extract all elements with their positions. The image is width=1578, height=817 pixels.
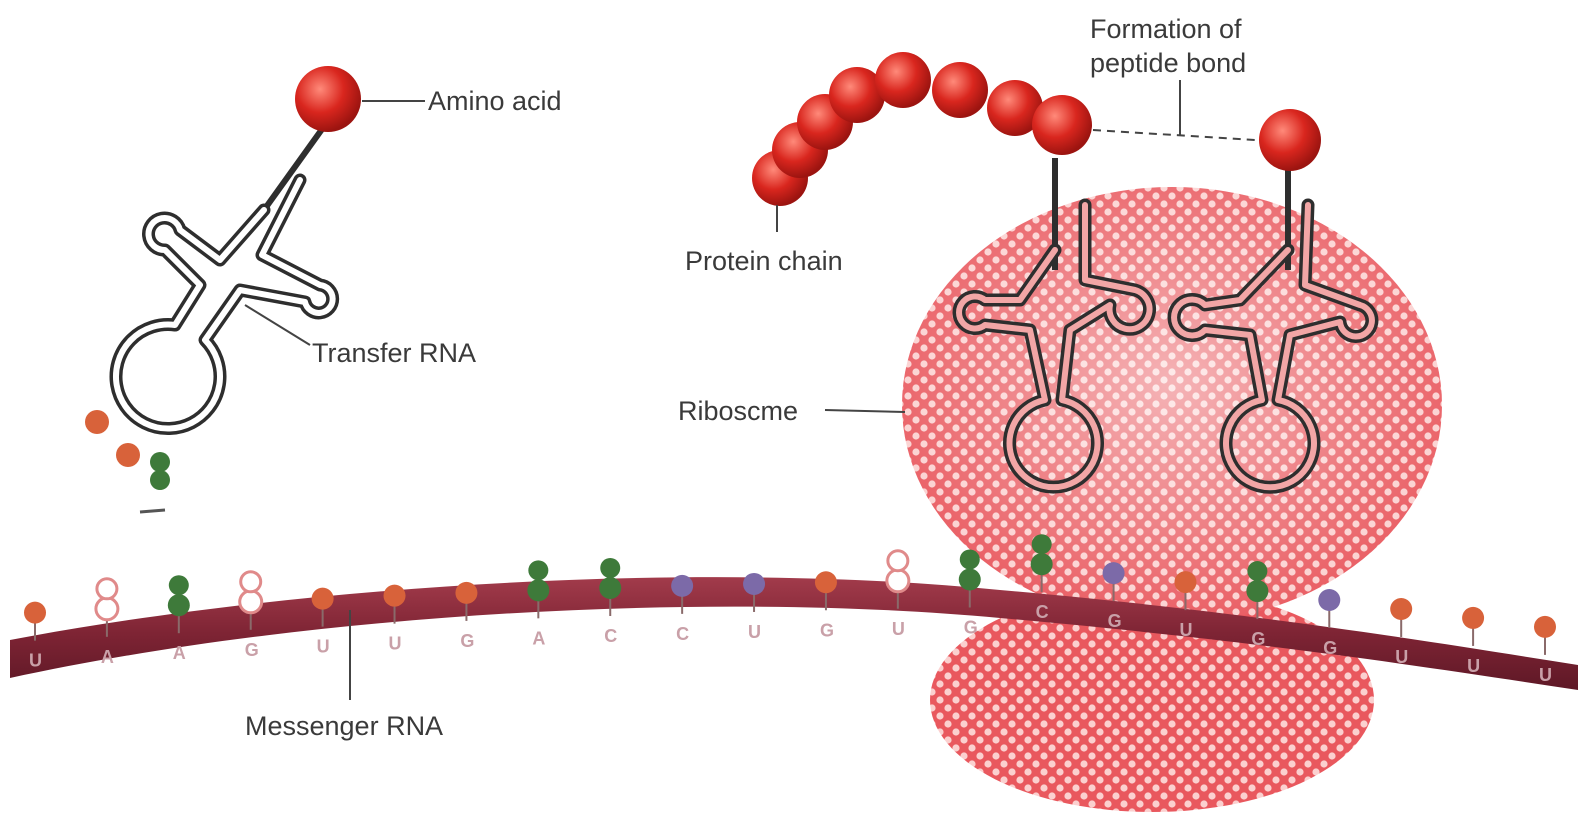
nucleotide-base — [1032, 534, 1052, 554]
nucleotide-base — [1534, 616, 1556, 638]
mrna-base-letter: C — [604, 626, 617, 646]
mrna-base-letter: C — [676, 624, 689, 644]
amino-acid-label: Amino acid — [428, 86, 562, 116]
nucleotide-base — [1174, 571, 1196, 593]
nucleotide-base — [241, 572, 261, 592]
mrna-base-letter: U — [1539, 665, 1552, 685]
mrna-base-letter: G — [820, 620, 834, 640]
nucleotide-base — [528, 560, 548, 580]
protein-chain — [752, 52, 1092, 232]
mrna-base-letter: U — [748, 622, 761, 642]
nucleotide-base — [1247, 561, 1267, 581]
mrna-base-letter: A — [101, 647, 114, 667]
mrna-base-letter: U — [29, 651, 42, 671]
mrna-base-letter: G — [245, 640, 259, 660]
nucleotide-base — [1318, 589, 1340, 611]
nucleotide-base — [240, 591, 262, 613]
nucleotide-base — [1462, 607, 1484, 629]
amino-acid-ball — [1259, 109, 1321, 171]
mrna-base-letter: A — [173, 643, 186, 663]
mrna-base-letter: U — [1467, 656, 1480, 676]
free-transfer-rna — [85, 66, 361, 512]
messenger-rna-label: Messenger RNA — [245, 711, 443, 741]
nucleotide-base — [1390, 598, 1412, 620]
nucleotide-base — [960, 549, 980, 569]
nucleotide-base — [600, 558, 620, 578]
mrna-base-letter: G — [964, 617, 978, 637]
nucleotide-base — [599, 577, 621, 599]
nucleotide-base — [169, 575, 189, 595]
protein-chain-label: Protein chain — [685, 246, 843, 276]
nucleotide-base — [1103, 562, 1125, 584]
nucleotide-base — [455, 582, 477, 604]
nucleotide-base — [168, 594, 190, 616]
mrna-base-letter: U — [892, 619, 905, 639]
ribosome-label: Riboscme — [678, 396, 798, 426]
nucleotide-base — [1246, 580, 1268, 602]
nucleotide-base — [527, 579, 549, 601]
mrna-base-letter: U — [1179, 620, 1192, 640]
mrna-base-letter: U — [389, 634, 402, 654]
nucleotide-base — [312, 588, 334, 610]
mrna-base-letter: G — [1323, 638, 1337, 658]
mrna-base-letter: A — [532, 628, 545, 648]
amino-acid-ball — [295, 66, 361, 132]
nucleotide-base — [888, 551, 908, 571]
mrna-base-letter: C — [1036, 602, 1049, 622]
mrna-base-letter: G — [1108, 611, 1122, 631]
nucleotide-base — [887, 570, 909, 592]
mrna-base-letter: G — [1251, 629, 1265, 649]
formation-label-line2: peptide bond — [1090, 48, 1246, 78]
nucleotide-base — [96, 598, 118, 620]
formation-label-line1: Formation of — [1090, 14, 1242, 44]
ribosome — [902, 187, 1442, 812]
nucleotide-base — [671, 575, 693, 597]
mrna-base-letter: U — [1395, 647, 1408, 667]
nucleotide-base — [384, 585, 406, 607]
transfer-rna-label: Transfer RNA — [312, 338, 476, 368]
nucleotide-base — [97, 579, 117, 599]
nucleotide-base — [24, 602, 46, 624]
nucleotide-base — [959, 568, 981, 590]
mrna-base-letter: U — [317, 637, 330, 657]
mrna-base-letter: G — [460, 631, 474, 651]
nucleotide-base — [1031, 553, 1053, 575]
nucleotide-base — [815, 571, 837, 593]
nucleotide-base — [743, 573, 765, 595]
